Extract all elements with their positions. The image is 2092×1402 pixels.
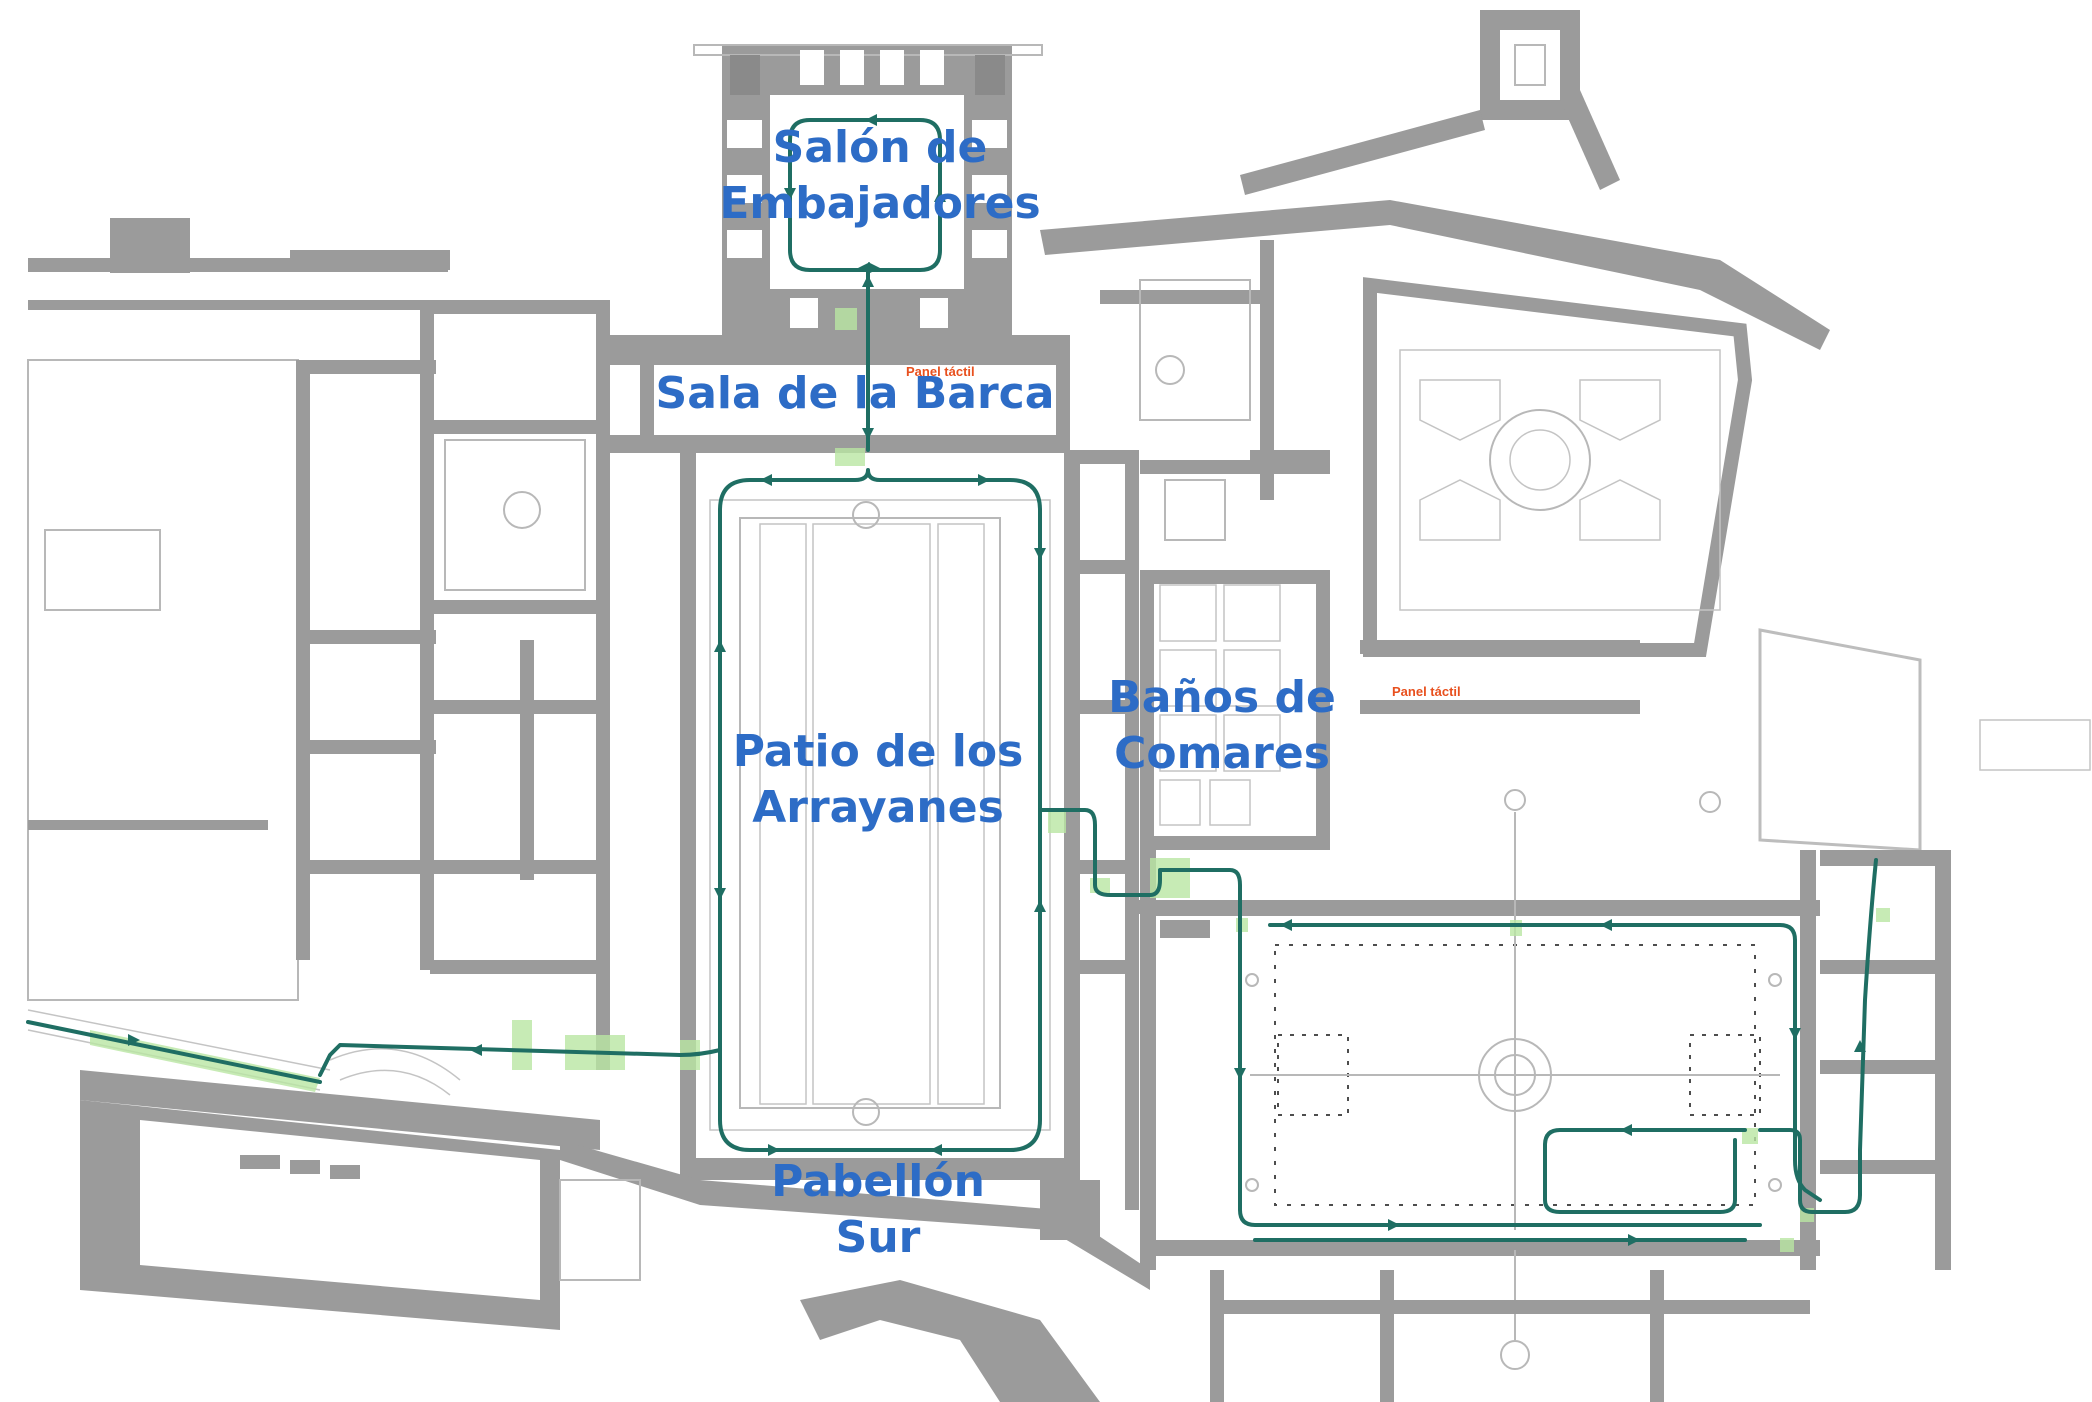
direction-arrow-icon [1280, 919, 1292, 931]
direction-arrow-icon [1034, 548, 1046, 560]
label-patio-line2: Arrayanes [752, 782, 1004, 833]
label-salon-line2: Embajadores [719, 178, 1040, 229]
direction-arrow-icons [128, 114, 1866, 1246]
direction-arrow-icon [930, 1144, 942, 1156]
direction-arrow-icon [862, 428, 874, 440]
direction-arrow-icon [1620, 1124, 1632, 1136]
direction-arrow-icon [868, 262, 880, 274]
label-sala-barca: Sala de la Barca [656, 368, 1055, 419]
direction-arrow-icon [862, 275, 874, 287]
direction-arrow-icon [1600, 919, 1612, 931]
panel-labels: Panel táctil Panel táctil [906, 364, 1461, 699]
direction-arrow-icon [470, 1044, 482, 1056]
direction-arrow-icon [858, 262, 870, 274]
panel-tactil-label-barca: Panel táctil [906, 364, 975, 379]
direction-arrow-icon [1034, 900, 1046, 912]
label-patio-line1: Patio de los [733, 726, 1024, 777]
direction-arrow-icon [1234, 1068, 1246, 1080]
direction-arrow-icon [1854, 1040, 1866, 1052]
label-salon-line1: Salón de [773, 122, 988, 173]
direction-arrow-icon [714, 640, 726, 652]
direction-arrow-icon [760, 474, 772, 486]
direction-arrow-icon [865, 114, 877, 126]
label-pabellon-line2: Sur [836, 1212, 921, 1263]
direction-arrow-icon [978, 474, 990, 486]
floor-plan-walls [27, 10, 2091, 1402]
direction-arrow-icon [784, 188, 796, 200]
label-banos-line1: Baños de [1108, 672, 1336, 723]
direction-arrow-icon [128, 1034, 140, 1046]
direction-arrow-icon [934, 190, 946, 202]
direction-arrow-icon [714, 888, 726, 900]
label-pabellon-line1: Pabellón [771, 1156, 985, 1207]
direction-arrow-icon [1628, 1234, 1640, 1246]
room-labels: Salón de Embajadores Sala de la Barca Pa… [656, 122, 1336, 1263]
direction-arrow-icon [1388, 1219, 1400, 1231]
direction-arrow-icon [768, 1144, 780, 1156]
direction-arrow-icon [1789, 1028, 1801, 1040]
panel-tactil-label-east: Panel táctil [1392, 684, 1461, 699]
label-banos-line2: Comares [1114, 728, 1330, 779]
